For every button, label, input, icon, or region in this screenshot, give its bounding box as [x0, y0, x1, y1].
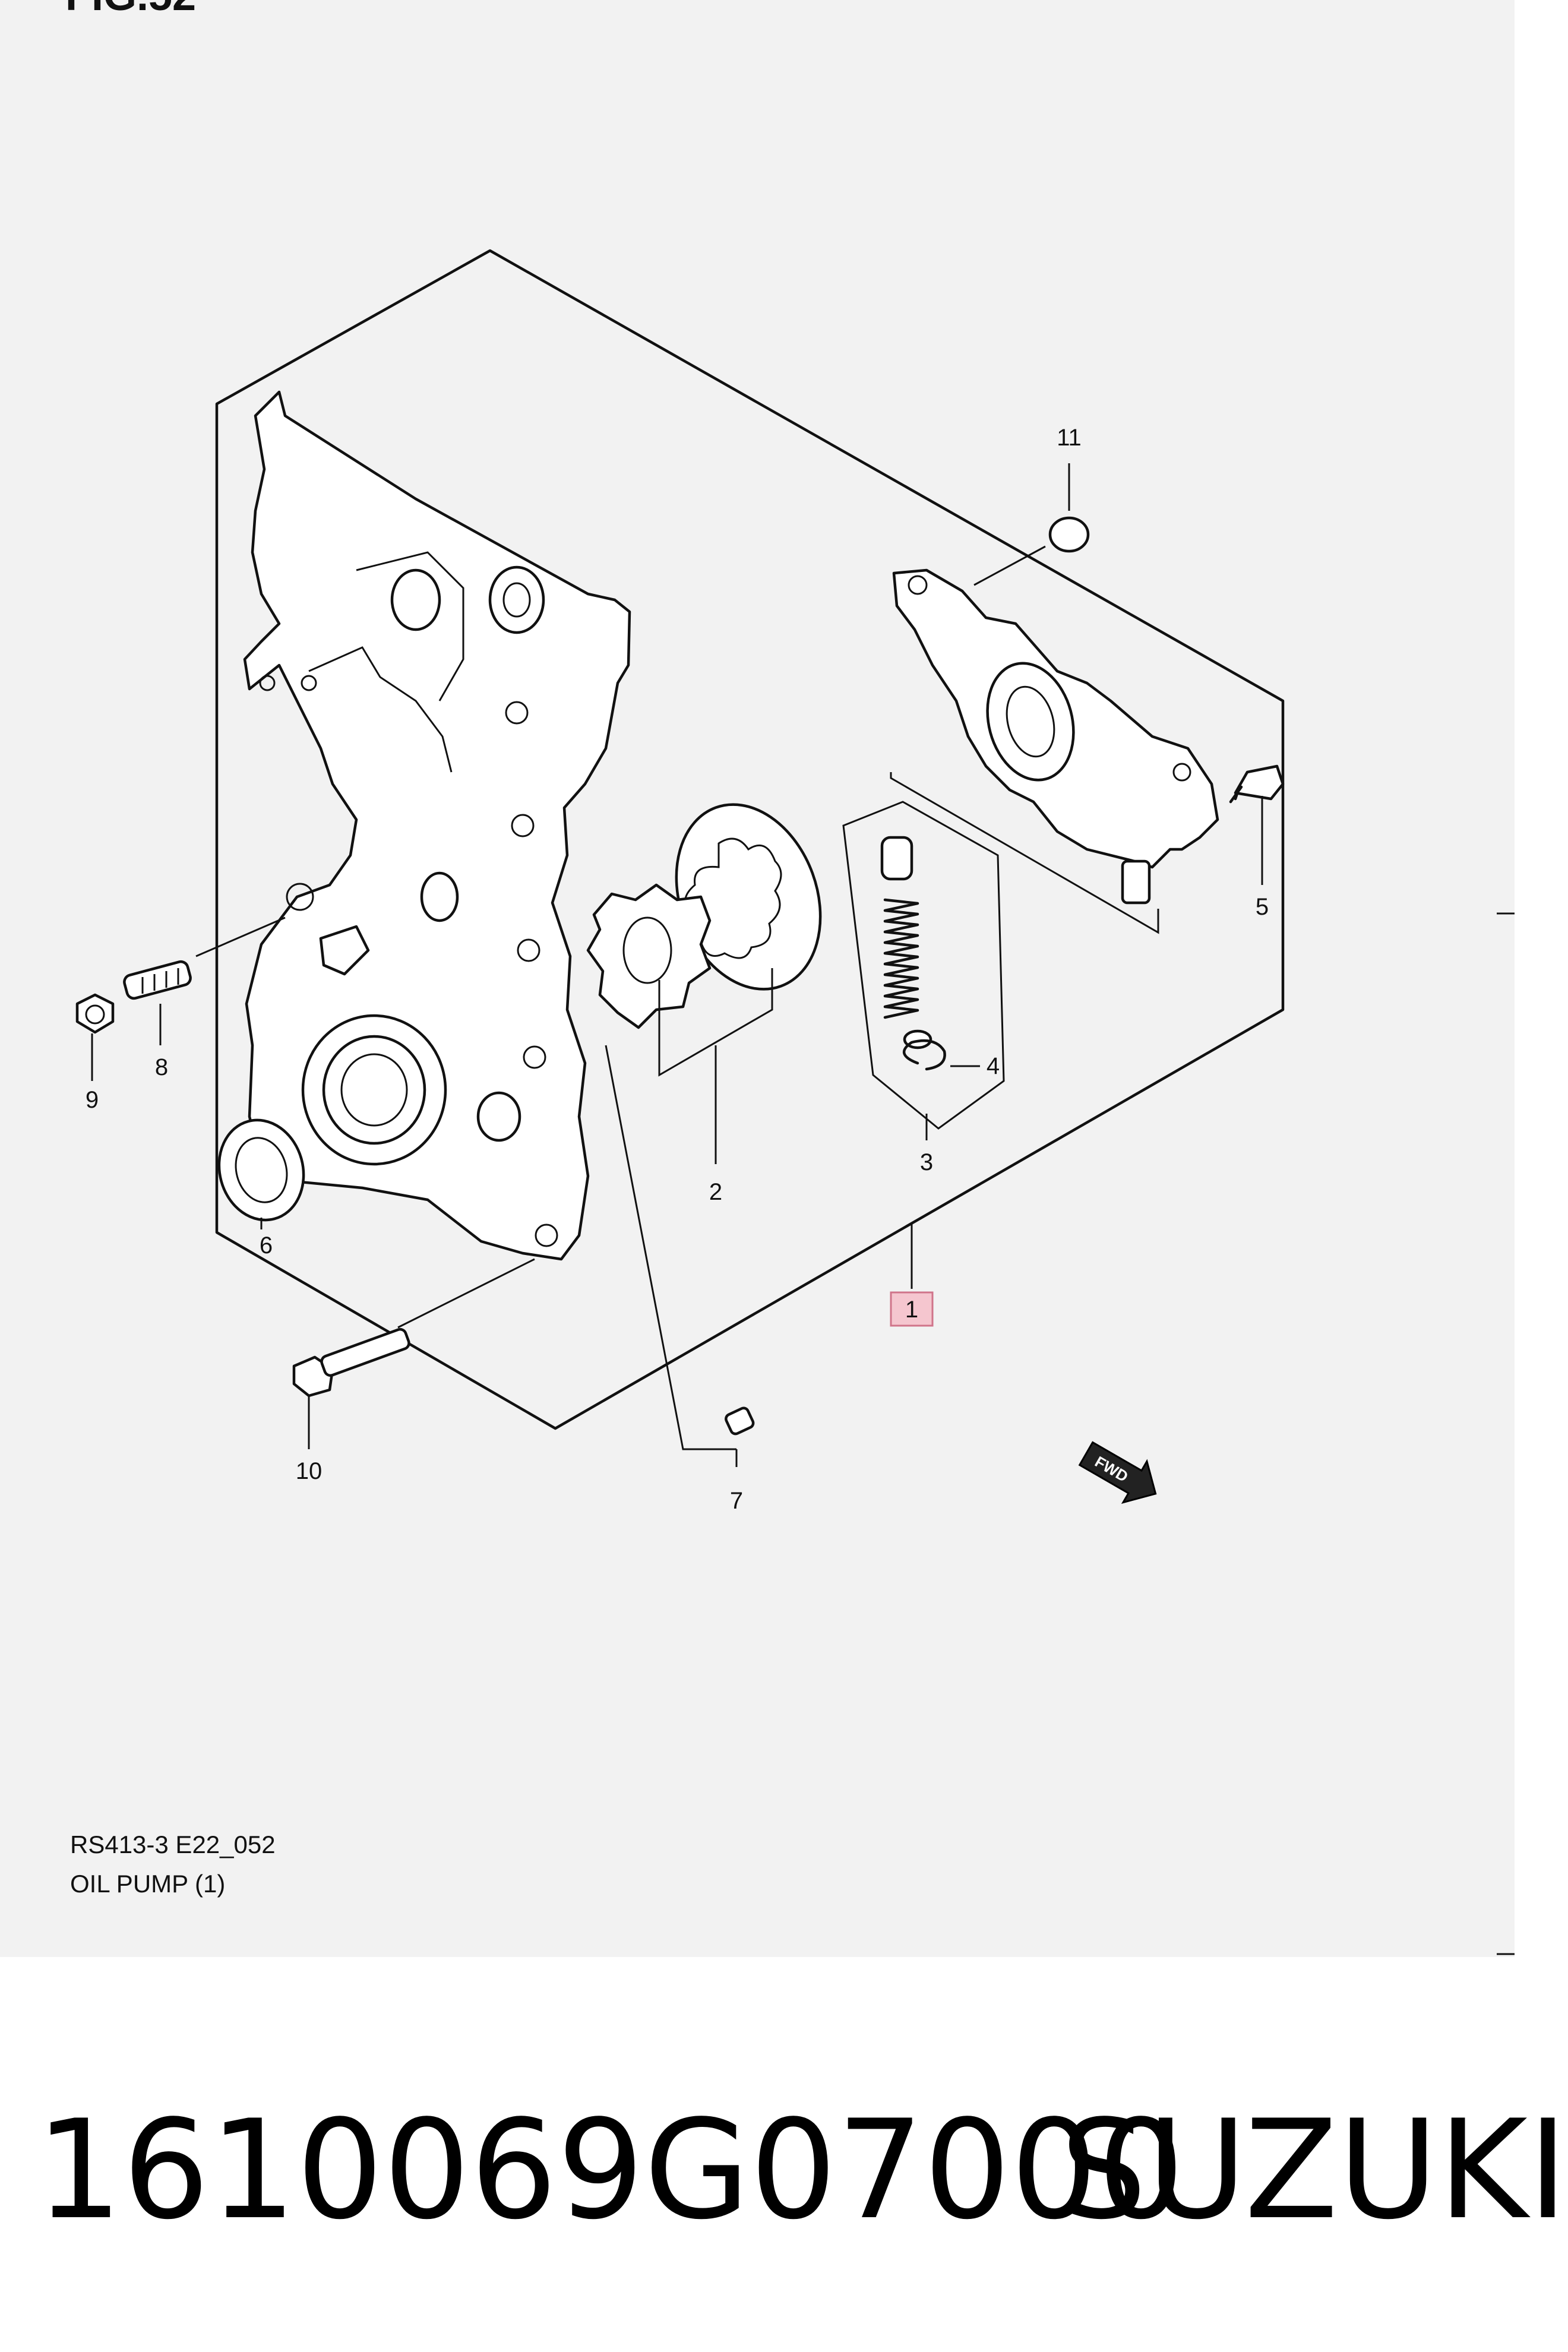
callout-7[interactable]: 7: [730, 1488, 743, 1514]
assembly-frame: [215, 249, 1285, 1430]
callout-8[interactable]: 8: [155, 1054, 168, 1080]
oil-pump-cover-plate: [892, 568, 1219, 905]
callout-1[interactable]: 1: [905, 1297, 918, 1323]
stud-8: [123, 960, 192, 1000]
diagram-name: OIL PUMP (1): [70, 1870, 226, 1898]
callout-2[interactable]: 2: [709, 1179, 722, 1205]
callout-3[interactable]: 3: [920, 1149, 933, 1175]
dowel-pin-7: [725, 1406, 755, 1436]
callout-1-highlight: [890, 1291, 934, 1327]
oil-seal-6: [217, 1118, 305, 1222]
oil-pump-inner-rotor: [586, 883, 712, 1029]
relief-valve-plunger: [880, 836, 913, 881]
exploded-parts-diagram: 1 2 3 4 5 6 7 8 9 10 11 FWD: [75, 249, 1515, 1955]
front-cover-housing: [243, 390, 631, 1261]
part-number: 1610069G07000: [36, 2091, 1185, 2250]
relief-valve-group-box: [842, 801, 1005, 1130]
product-info-band: [0, 1957, 1515, 2352]
circlip-4: [902, 1039, 946, 1071]
leader-lines: [91, 463, 1263, 1467]
callout-10[interactable]: 10: [296, 1458, 323, 1484]
fwd-arrow-icon: FWD: [1078, 1441, 1157, 1504]
figure-title: FIG.52: [65, 0, 196, 20]
diagram-code: RS413-3 E22_052: [70, 1831, 276, 1858]
relief-valve-spring: [883, 898, 919, 1019]
callout-6[interactable]: 6: [260, 1232, 273, 1259]
callout-9[interactable]: 9: [86, 1087, 99, 1113]
o-ring-11: [1048, 516, 1090, 553]
nut-9: [75, 993, 115, 1034]
callout-5[interactable]: 5: [1256, 894, 1269, 920]
diagram-panel: FIG.52: [0, 0, 1515, 1957]
brand-name: SUZUKI: [1060, 2091, 1568, 2250]
bolt-10: [292, 1327, 410, 1398]
callout-4[interactable]: 4: [987, 1053, 1000, 1079]
pump-bolt-5: [1229, 764, 1285, 804]
callout-11[interactable]: 11: [1057, 425, 1082, 451]
